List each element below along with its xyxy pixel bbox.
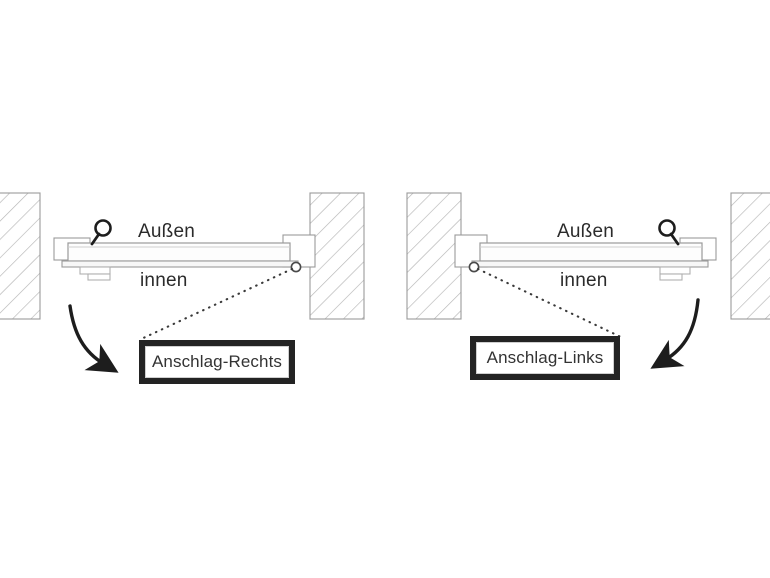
panel-right-graphics: [406, 192, 770, 369]
dotted-leader-line: [137, 267, 294, 342]
panel-anschlag-links: Außen innen Anschlag-Links: [385, 0, 770, 578]
callout-inner-border: Anschlag-Links: [476, 342, 614, 374]
callout-label: Anschlag-Links: [486, 348, 604, 367]
hinge-pivot-icon: [468, 261, 480, 273]
panel-left-graphics: [0, 192, 365, 373]
key-icon: [90, 219, 112, 246]
swing-arrow-icon: [650, 298, 700, 369]
callout-box-anschlag-rechts[interactable]: Anschlag-Rechts: [139, 340, 295, 384]
inside-label: innen: [560, 270, 608, 291]
inside-label: innen: [140, 270, 188, 291]
callout-label: Anschlag-Rechts: [151, 352, 282, 371]
door-bracket: [659, 266, 691, 281]
key-icon: [658, 219, 680, 246]
wall-hatch-icon: [0, 192, 365, 320]
door-bracket: [79, 266, 111, 281]
panel-anschlag-rechts: Außen innen Anschlag-Rechts: [0, 192, 365, 384]
outside-label: Außen: [138, 221, 195, 242]
callout-inner-border: Anschlag-Rechts: [145, 346, 289, 378]
dotted-leader-line: [476, 267, 625, 340]
wall-hatch-icon: [406, 192, 770, 320]
hinge-pivot-icon: [290, 261, 302, 273]
door-leaf: [471, 242, 709, 268]
outside-label: Außen: [557, 221, 614, 242]
callout-box-anschlag-links[interactable]: Anschlag-Links: [470, 336, 620, 380]
swing-arrow-icon: [68, 304, 119, 373]
door-leaf: [61, 242, 299, 268]
